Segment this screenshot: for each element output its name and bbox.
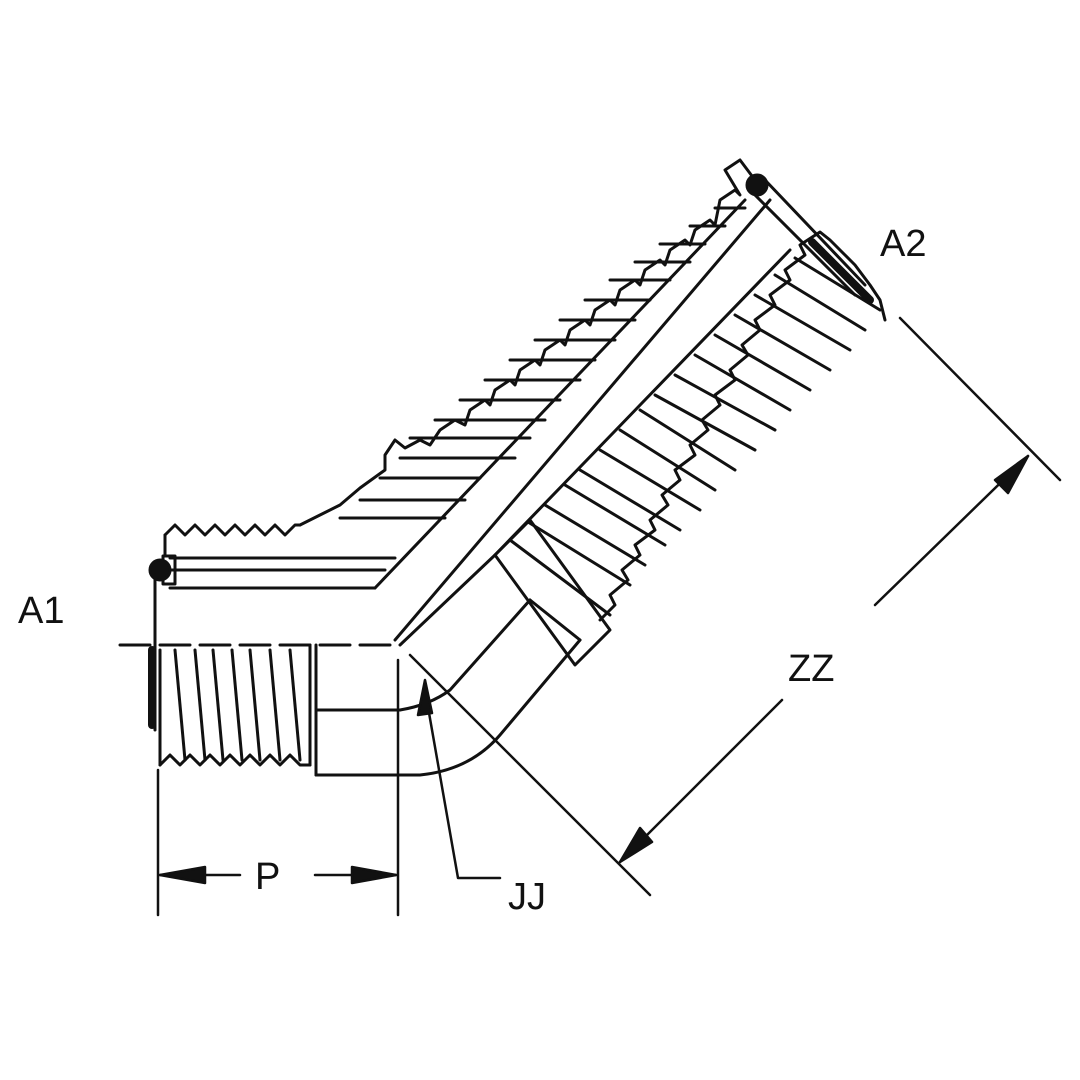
angled-upper-thread bbox=[298, 158, 772, 642]
dimension-p bbox=[156, 658, 400, 917]
dimension-zz bbox=[408, 316, 1062, 897]
upper-body-section bbox=[118, 523, 402, 647]
label-a1: A1 bbox=[18, 590, 65, 632]
dimension-jj bbox=[416, 678, 502, 880]
a1-male-thread bbox=[158, 643, 318, 777]
o-ring-a1 bbox=[148, 554, 177, 732]
label-jj: JJ bbox=[508, 876, 546, 918]
label-zz: ZZ bbox=[788, 648, 835, 690]
label-p: P bbox=[255, 856, 281, 898]
label-a2: A2 bbox=[880, 223, 927, 265]
a2-male-thread bbox=[493, 230, 887, 622]
o-ring-a2 bbox=[745, 173, 874, 304]
